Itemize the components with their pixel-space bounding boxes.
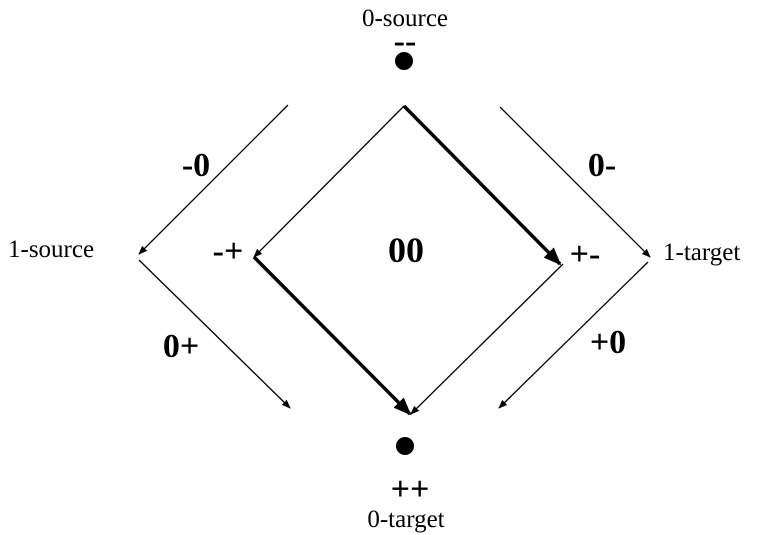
arrow-outer-upper-left [138,104,289,255]
edge-label-outer-upper-right: 0- [588,147,616,184]
top-node-label: 0-source [362,5,448,32]
edge-label-outer-lower-left: 0+ [163,328,199,365]
left-node-label: 1-source [8,236,94,263]
edge-label-outer-upper-left: -0 [182,147,210,184]
inner-right-corner-label: +- [570,236,601,273]
arrow-inner-lower-right [410,263,564,415]
top-node-sign: -- [394,23,417,60]
edge-label-outer-lower-right: +0 [590,324,626,361]
arrow-inner-lower-left-bold [252,255,412,416]
inner-center-label: 00 [388,230,424,270]
bottom-node-label: 0-target [367,506,444,533]
arrow-outer-lower-right [498,261,649,409]
arrow-outer-upper-right [499,106,651,258]
top-node-dot [395,52,413,70]
inner-left-corner-label: -+ [213,233,244,270]
arrow-inner-upper-left [253,105,405,258]
bottom-node-dot [396,437,414,455]
bottom-node-sign: ++ [391,471,430,508]
arrow-inner-upper-right-bold [402,104,562,266]
arrow-outer-lower-left [138,259,291,409]
right-node-label: 1-target [663,239,740,266]
